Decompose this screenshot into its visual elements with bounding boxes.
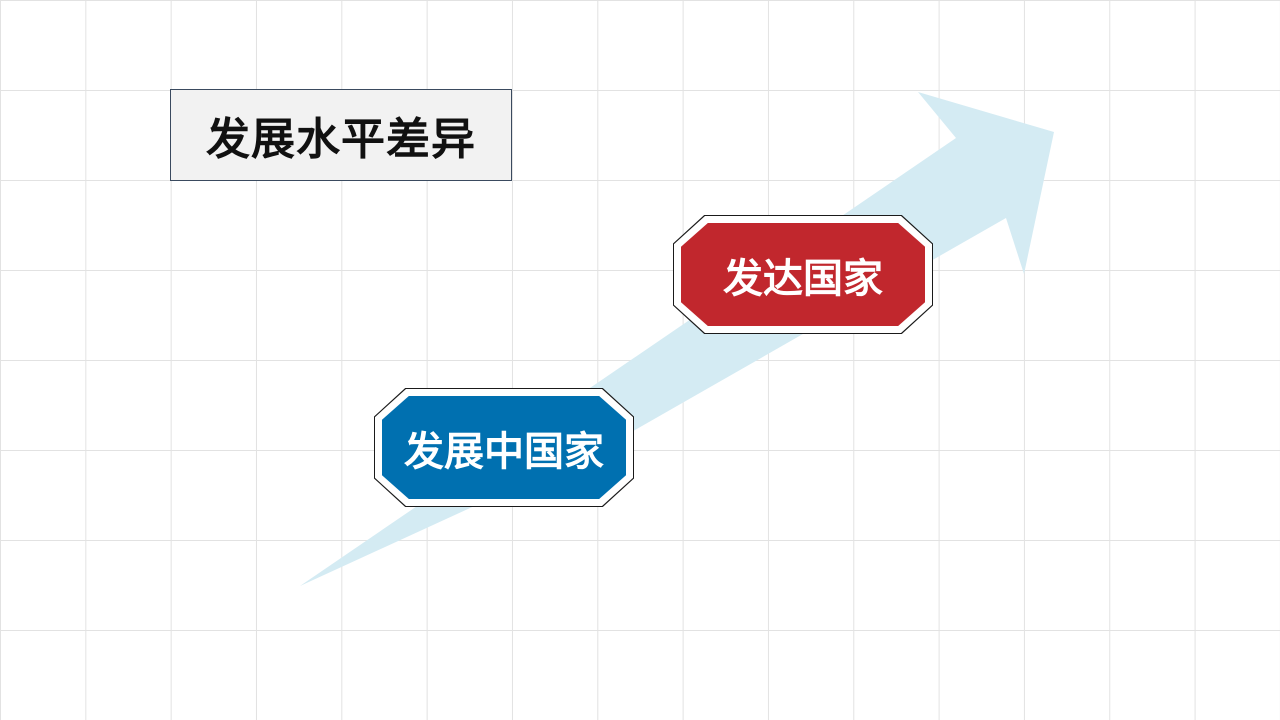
developing-countries-fill: 发展中国家 — [382, 396, 626, 499]
slide-title: 发展水平差异 — [206, 114, 476, 165]
developed-countries-node: 发达国家 — [673, 215, 933, 334]
developing-countries-label: 发展中国家 — [404, 428, 604, 475]
title-box: 发展水平差异 — [170, 89, 512, 181]
developed-countries-label: 发达国家 — [723, 255, 883, 302]
developed-countries-fill: 发达国家 — [681, 223, 925, 326]
developing-countries-node: 发展中国家 — [374, 388, 634, 507]
